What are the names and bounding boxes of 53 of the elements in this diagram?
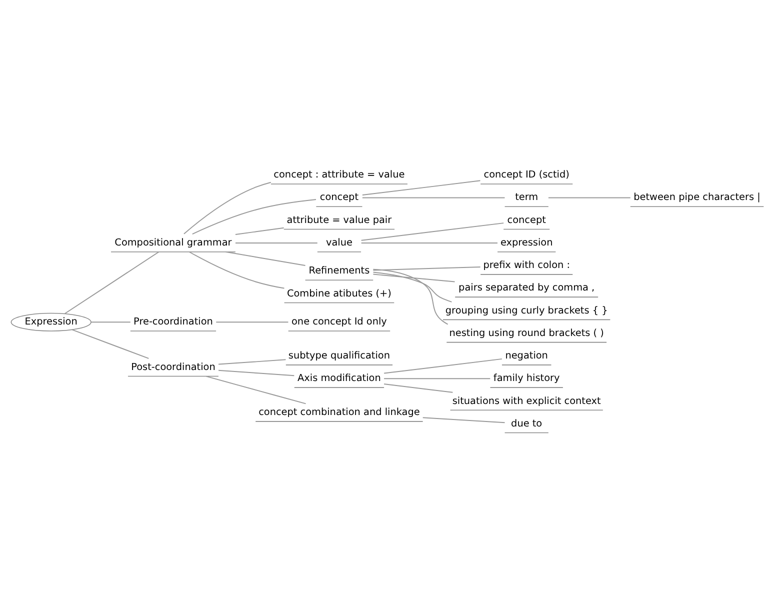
node-text: between pipe characters | xyxy=(634,192,760,203)
node-text: concept ID (sctid) xyxy=(484,169,570,180)
node-text: prefix with colon : xyxy=(483,260,570,271)
node-text: due to xyxy=(511,418,542,429)
node-text: pairs separated by comma , xyxy=(458,282,595,294)
node-text: term xyxy=(515,192,538,203)
node-text: Compositional grammar xyxy=(114,236,232,248)
connector xyxy=(90,321,131,322)
connector xyxy=(362,180,481,195)
node-text: Combine atibutes (+) xyxy=(286,288,392,299)
connector xyxy=(372,266,481,270)
connector xyxy=(234,242,318,243)
node-text: nesting using round brackets ( ) xyxy=(449,327,604,338)
connector xyxy=(422,416,506,423)
node-text: attribute = value pair xyxy=(286,214,392,226)
connector xyxy=(548,196,631,198)
connector xyxy=(384,383,454,392)
node-text: subtype qualification xyxy=(288,350,390,362)
connector xyxy=(218,369,295,376)
connector xyxy=(372,268,448,324)
connector xyxy=(372,273,456,282)
node-text: concept : attribute = value xyxy=(274,169,405,180)
connector xyxy=(64,250,160,314)
node-text: Post-coordination xyxy=(131,361,216,372)
node-text: Axis modification xyxy=(298,372,381,384)
connector xyxy=(372,271,452,302)
connector xyxy=(216,321,289,322)
node-ellipse: Expression xyxy=(10,312,92,331)
node-text: concept xyxy=(507,214,546,226)
node-text: Refinements xyxy=(308,265,370,276)
connector xyxy=(218,358,286,364)
node-text: concept combination and linkage xyxy=(258,406,420,418)
node-text: situations with explicit context xyxy=(452,395,601,406)
node-text: concept xyxy=(320,192,359,203)
connector xyxy=(72,328,150,358)
connector xyxy=(360,242,498,243)
node-text: Pre-coordination xyxy=(134,316,213,328)
connector xyxy=(384,358,502,374)
node-text: expression xyxy=(500,236,553,248)
connector xyxy=(234,226,284,234)
connector xyxy=(206,375,306,404)
connector xyxy=(225,250,306,266)
node-text: value xyxy=(326,236,352,248)
connector xyxy=(188,251,285,288)
connector xyxy=(384,378,491,379)
node-text: one concept Id only xyxy=(292,316,387,328)
node-text: grouping using curly brackets { } xyxy=(445,304,608,316)
connector xyxy=(184,181,272,234)
connector xyxy=(362,196,506,198)
node-text: family history xyxy=(493,372,560,384)
connector xyxy=(360,222,504,240)
node-text: negation xyxy=(505,350,548,362)
connector xyxy=(192,198,316,234)
